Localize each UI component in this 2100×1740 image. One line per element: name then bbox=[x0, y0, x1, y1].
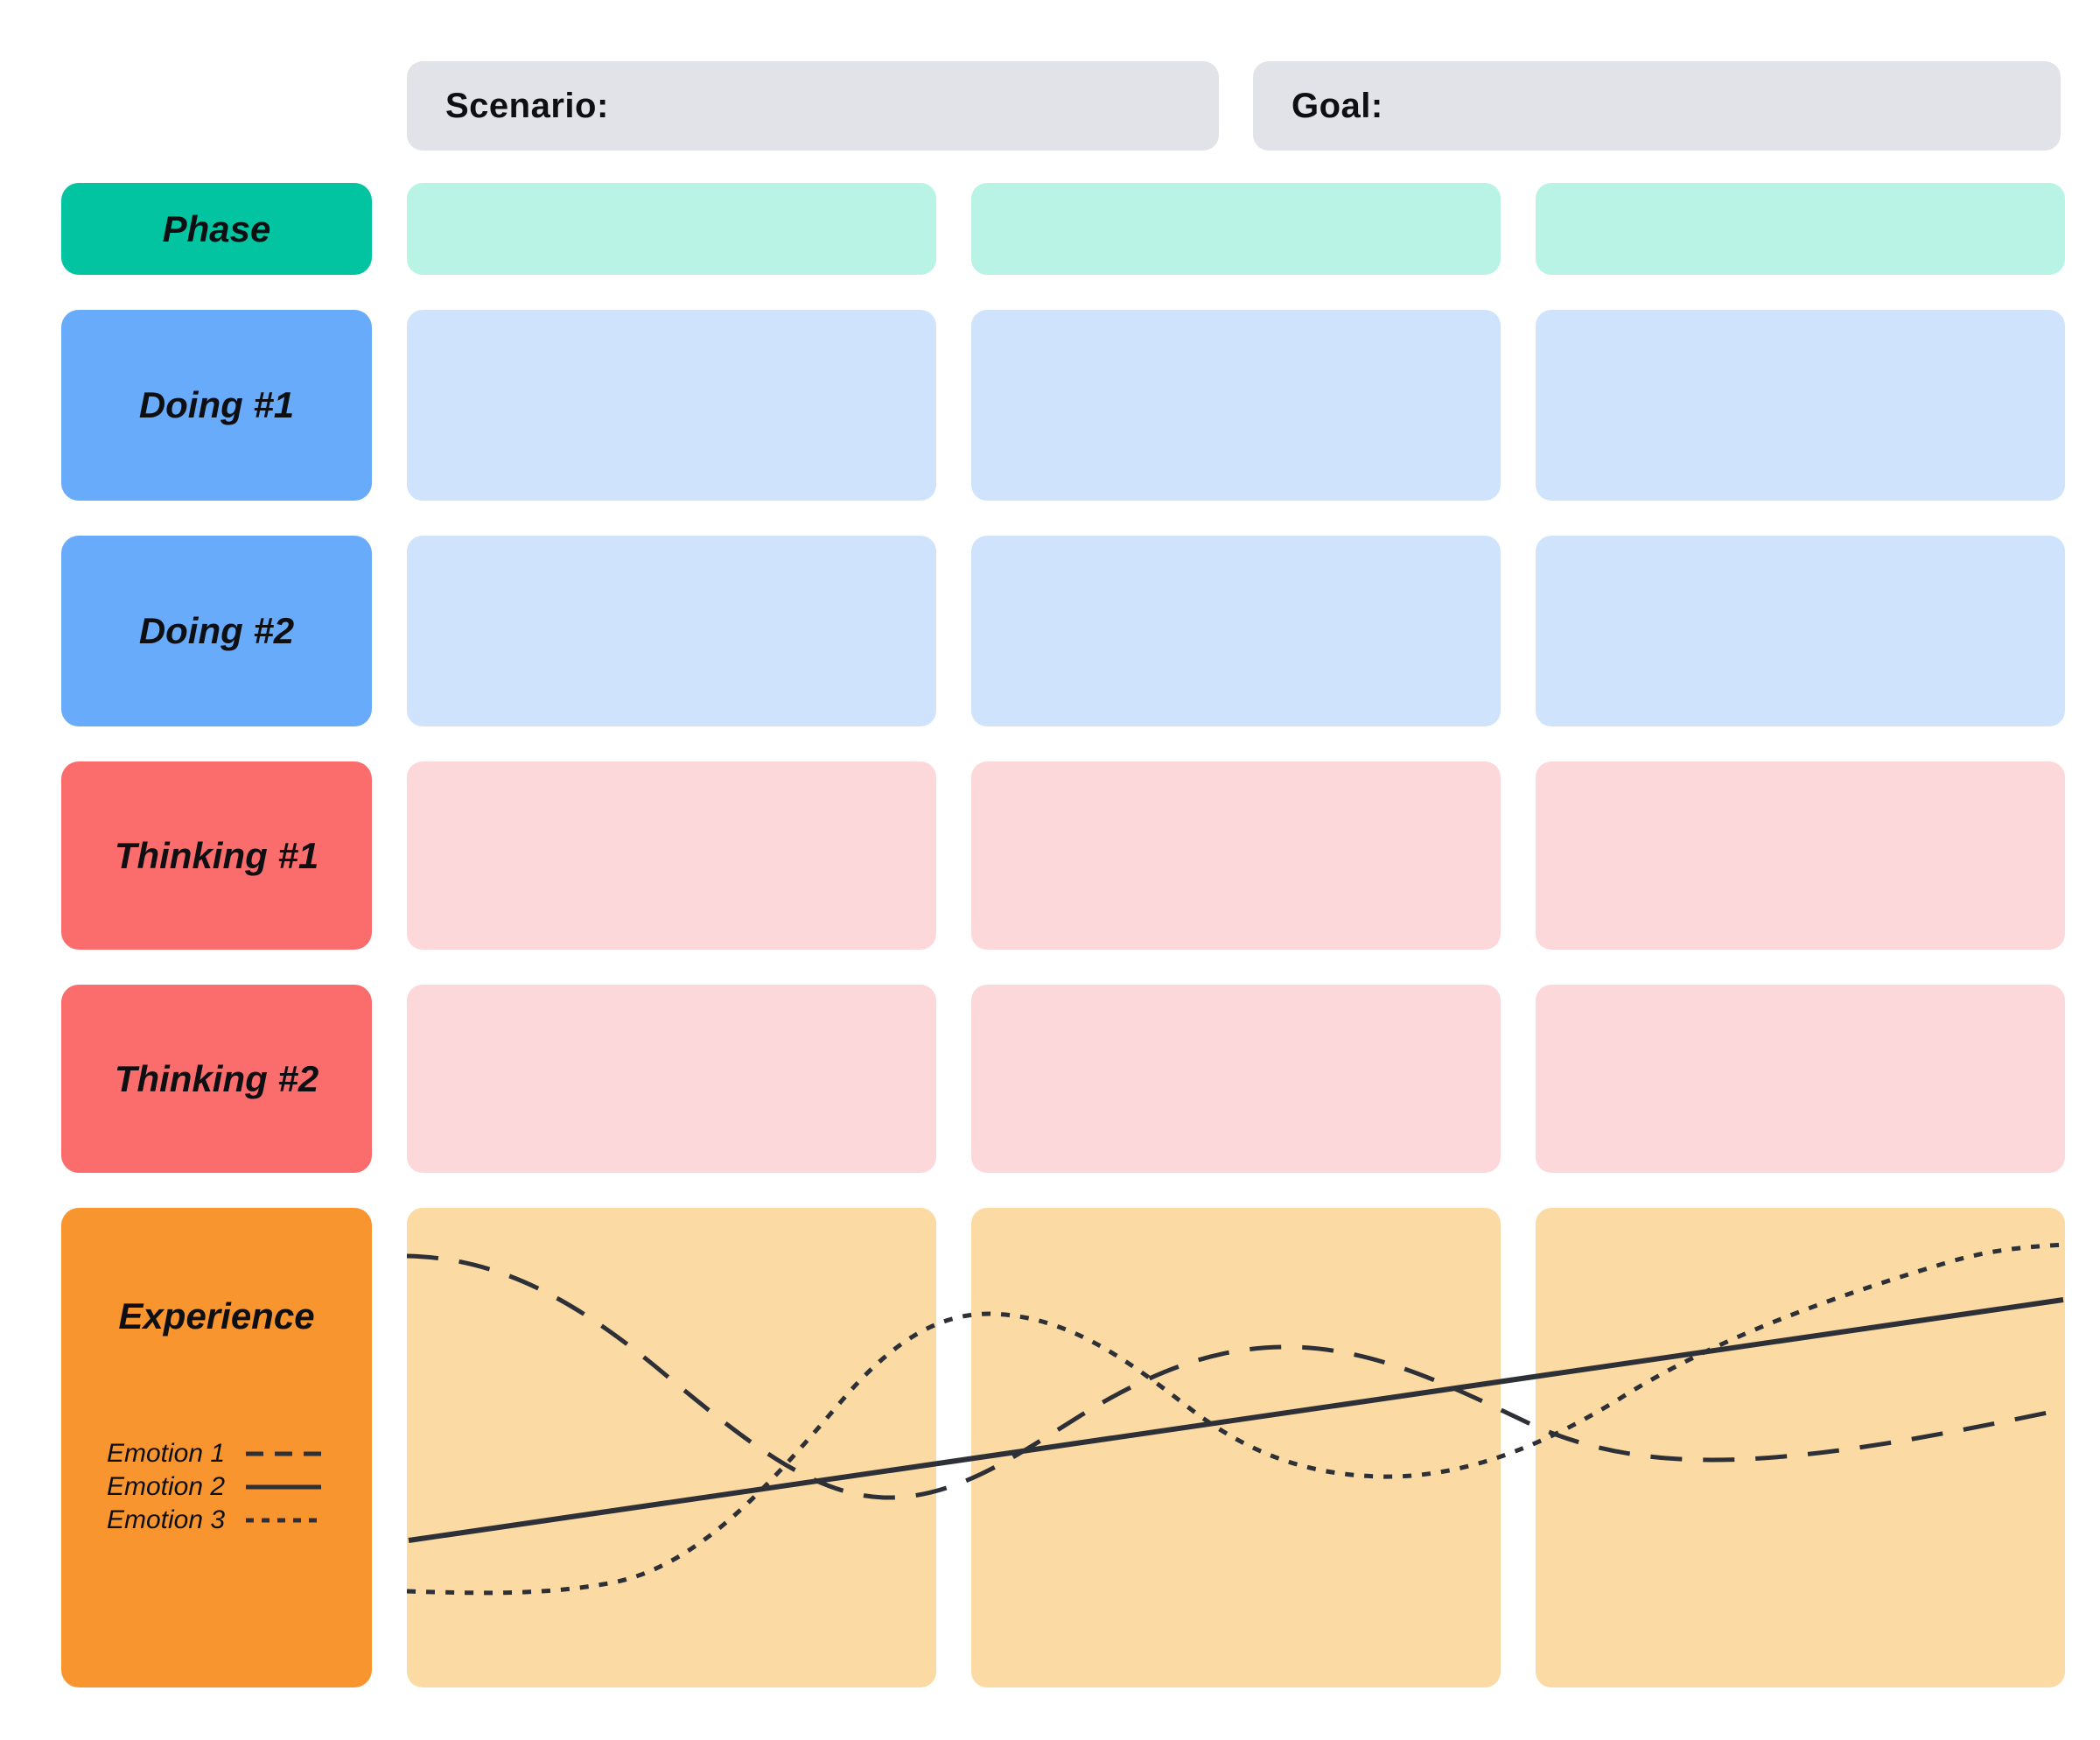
phase-cell-2[interactable] bbox=[971, 183, 1501, 275]
legend-item-emotion-1: Emotion 1 bbox=[107, 1439, 322, 1469]
doing-1-cell-2[interactable] bbox=[971, 310, 1501, 501]
legend-item-emotion-2: Emotion 2 bbox=[107, 1472, 322, 1502]
solid-line-icon bbox=[246, 1484, 321, 1490]
row-label-doing-1: Doing #1 bbox=[61, 310, 372, 501]
row-label-doing-1-text: Doing #1 bbox=[138, 384, 295, 425]
scenario-field[interactable]: Scenario: bbox=[407, 61, 1219, 151]
thinking-2-cell-1[interactable] bbox=[407, 985, 936, 1173]
legend-label-emotion-1: Emotion 1 bbox=[107, 1439, 226, 1468]
experience-cell-1[interactable] bbox=[407, 1208, 936, 1687]
row-label-experience: Experience Emotion 1 Emotion 2 Emotion 3 bbox=[61, 1208, 372, 1687]
row-label-phase: Phase bbox=[61, 183, 372, 275]
row-label-thinking-1-text: Thinking #1 bbox=[114, 834, 319, 876]
row-label-doing-2-text: Doing #2 bbox=[138, 610, 295, 651]
doing-1-cell-1[interactable] bbox=[407, 310, 936, 501]
doing-1-cell-3[interactable] bbox=[1536, 310, 2065, 501]
doing-2-cell-2[interactable] bbox=[971, 536, 1501, 726]
row-label-thinking-2: Thinking #2 bbox=[61, 985, 372, 1173]
doing-2-cell-1[interactable] bbox=[407, 536, 936, 726]
thinking-1-cell-1[interactable] bbox=[407, 761, 936, 950]
thinking-1-cell-3[interactable] bbox=[1536, 761, 2065, 950]
doing-2-cell-3[interactable] bbox=[1536, 536, 2065, 726]
legend-label-emotion-2: Emotion 2 bbox=[107, 1472, 226, 1501]
experience-cell-2[interactable] bbox=[971, 1208, 1501, 1687]
goal-label: Goal: bbox=[1292, 86, 1383, 125]
legend-label-emotion-3: Emotion 3 bbox=[107, 1505, 226, 1534]
goal-field[interactable]: Goal: bbox=[1253, 61, 2061, 151]
scenario-label: Scenario: bbox=[445, 86, 609, 125]
emotion-legend: Emotion 1 Emotion 2 Emotion 3 bbox=[107, 1439, 322, 1535]
long-dash-line-icon bbox=[246, 1451, 321, 1456]
row-label-thinking-2-text: Thinking #2 bbox=[114, 1057, 319, 1099]
phase-cell-1[interactable] bbox=[407, 183, 936, 275]
thinking-2-cell-2[interactable] bbox=[971, 985, 1501, 1173]
row-label-doing-2: Doing #2 bbox=[61, 536, 372, 726]
short-dash-line-icon bbox=[246, 1518, 321, 1523]
experience-cell-3[interactable] bbox=[1536, 1208, 2065, 1687]
row-label-phase-text: Phase bbox=[162, 207, 271, 249]
thinking-1-cell-2[interactable] bbox=[971, 761, 1501, 950]
journey-grid: Phase Doing #1 Doing #2 Thinking #1 Thin… bbox=[61, 183, 2065, 1687]
row-label-experience-text: Experience bbox=[118, 1295, 315, 1337]
legend-item-emotion-3: Emotion 3 bbox=[107, 1505, 322, 1535]
thinking-2-cell-3[interactable] bbox=[1536, 985, 2065, 1173]
phase-cell-3[interactable] bbox=[1536, 183, 2065, 275]
row-label-thinking-1: Thinking #1 bbox=[61, 761, 372, 950]
